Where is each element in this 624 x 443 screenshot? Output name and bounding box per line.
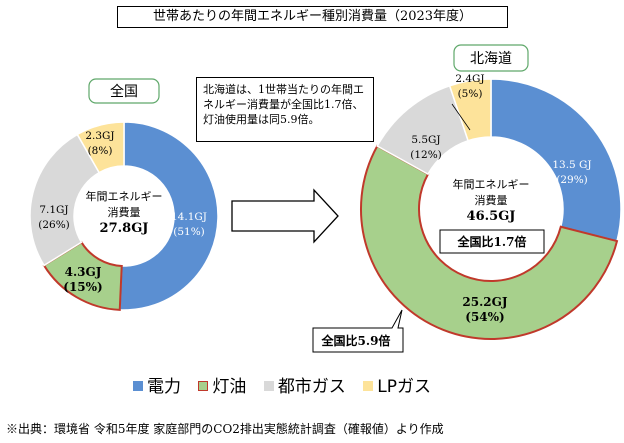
ratio-label: 全国比1.7倍 <box>457 234 527 249</box>
center-label-line: 消費量 <box>108 205 141 219</box>
slice-pct-label-citygas: (12%) <box>410 149 442 161</box>
slice-pct-label-electric: (29%) <box>556 174 588 186</box>
legend-label-citygas: 都市ガス <box>277 377 346 397</box>
label-national: 全国 <box>110 83 138 100</box>
slice-value-label-citygas: 5.5GJ <box>411 134 440 146</box>
legend-swatch-electric <box>133 381 143 391</box>
right-arrow-icon <box>231 188 339 244</box>
legend-item-citygas: 都市ガス <box>263 372 346 397</box>
slice-lpgas <box>448 78 492 142</box>
center-label-line: 消費量 <box>475 193 508 207</box>
label-hokkaido: 北海道 <box>470 51 512 67</box>
label-box-hokkaido <box>453 44 529 72</box>
slice-pct-label-kerosene: (54%) <box>465 310 504 324</box>
donut-national: 14.1GJ (51%) 4.3GJ(15%) 7.1GJ (26%) 2.3GJ (8%)… <box>29 121 219 311</box>
legend-item-lpgas: LPガス <box>363 372 431 397</box>
legend-label-electric: 電力 <box>147 377 181 397</box>
donut-hokkaido: 13.5 GJ (29%) 25.2GJ(54%) 5.5GJ (12%) 2.4GJ (5… <box>360 73 622 340</box>
legend-item-kerosene: 灯油 <box>198 372 246 397</box>
center-label-line: 27.8GJ <box>100 221 149 236</box>
slice-pct-label-lpgas: (5%) <box>458 88 483 100</box>
legend-item-electric: 電力 <box>133 372 181 397</box>
slice-pct-label-electric: (51%) <box>173 226 205 238</box>
slice-value-label-citygas: 7.1GJ <box>39 204 68 216</box>
slice-value-label-lpgas: 2.3GJ <box>85 130 114 142</box>
legend-label-kerosene: 灯油 <box>212 377 247 397</box>
center-label-line: 年間エネルギー <box>86 189 163 203</box>
chart-title: 世帯あたりの年間エネルギー種別消費量（2023年度） <box>117 6 508 28</box>
kerosene-ratio-label: 全国比5.9倍 <box>321 333 391 348</box>
center-label-line: 年間エネルギー <box>453 177 530 191</box>
legend-swatch-lpgas <box>363 381 374 391</box>
slice-pct-label-citygas: (26%) <box>38 219 70 231</box>
ratio-box <box>439 229 545 254</box>
slice-electric <box>490 78 622 243</box>
slice-citygas <box>29 133 101 267</box>
legend-swatch-kerosene <box>198 381 209 391</box>
center-label-line: 46.5GJ <box>467 209 516 224</box>
legend-swatch-citygas <box>263 381 274 391</box>
kerosene-callout-shape <box>312 309 404 353</box>
slice-value-label-kerosene: 25.2GJ <box>462 295 507 309</box>
slice-pct-label-lpgas: (8%) <box>88 145 113 157</box>
legend-label-lpgas: LPガス <box>377 377 431 397</box>
slice-pct-label-kerosene: (15%) <box>63 280 102 294</box>
legend: 電力 灯油 都市ガス LPガス <box>133 372 533 398</box>
slice-lpgas <box>76 121 125 174</box>
slice-electric <box>118 121 219 311</box>
slice-value-label-lpgas: 2.4GJ <box>455 73 484 85</box>
slice-value-label-electric: 13.5 GJ <box>552 159 591 171</box>
lp-pointer-line <box>451 103 471 131</box>
source-note: ※出典：環境省 令和5年度 家庭部門のCO2排出実態統計調査（確報値）より作成 <box>6 422 444 436</box>
donut-charts: 全国 北海道 14.1GJ (51%) 4.3GJ(15%) 7.1GJ (26%) 2.… <box>29 44 622 353</box>
slice-kerosene <box>360 144 619 340</box>
arrow-note: 北海道は、1世帯当たりの年間エネルギー消費量が全国比1.7倍、灯油使用量は同5.… <box>196 77 374 142</box>
label-box-national <box>88 78 160 104</box>
slice-value-label-electric: 14.1GJ <box>171 211 207 223</box>
slice-value-label-kerosene: 4.3GJ <box>65 265 102 279</box>
